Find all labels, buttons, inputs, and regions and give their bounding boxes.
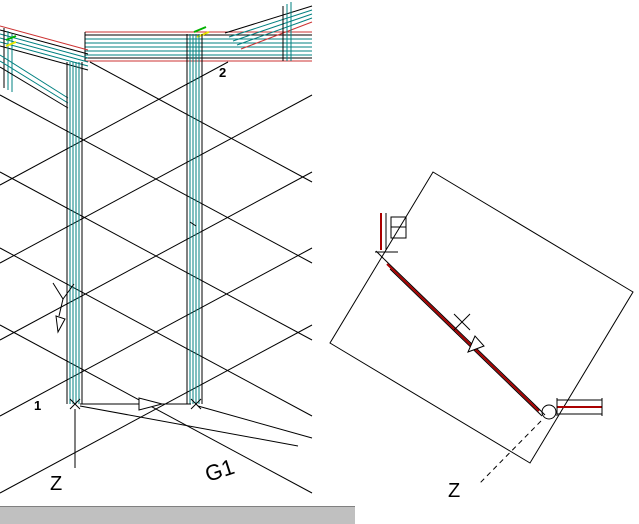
z-axis-label-left: Z — [50, 473, 62, 495]
rotated-frame — [329, 171, 634, 464]
dashed-axis-leader — [478, 420, 542, 485]
top-connection — [375, 213, 407, 253]
grid-lines — [0, 61, 313, 494]
right-viewport[interactable]: Z — [329, 171, 634, 502]
point-label-2: 2 — [219, 65, 226, 80]
right-column — [186, 34, 203, 404]
scrollbar-horizontal[interactable] — [0, 506, 355, 524]
diagonal-member — [375, 250, 546, 417]
left-column — [66, 62, 83, 404]
bottom-connection — [541, 398, 603, 420]
top-right-corner-beam — [193, 2, 313, 61]
point-label-1: 1 — [34, 398, 41, 413]
axis-lines-left — [74, 405, 313, 468]
left-viewport[interactable]: 1 2 Z G1 — [0, 2, 313, 495]
base-dimension-arrow — [69, 397, 202, 411]
section-mark-symbol — [52, 282, 75, 334]
grid-axis-label: G1 — [202, 454, 238, 487]
top-left-corner-beam — [0, 25, 89, 109]
z-axis-label-right: Z — [448, 480, 460, 502]
